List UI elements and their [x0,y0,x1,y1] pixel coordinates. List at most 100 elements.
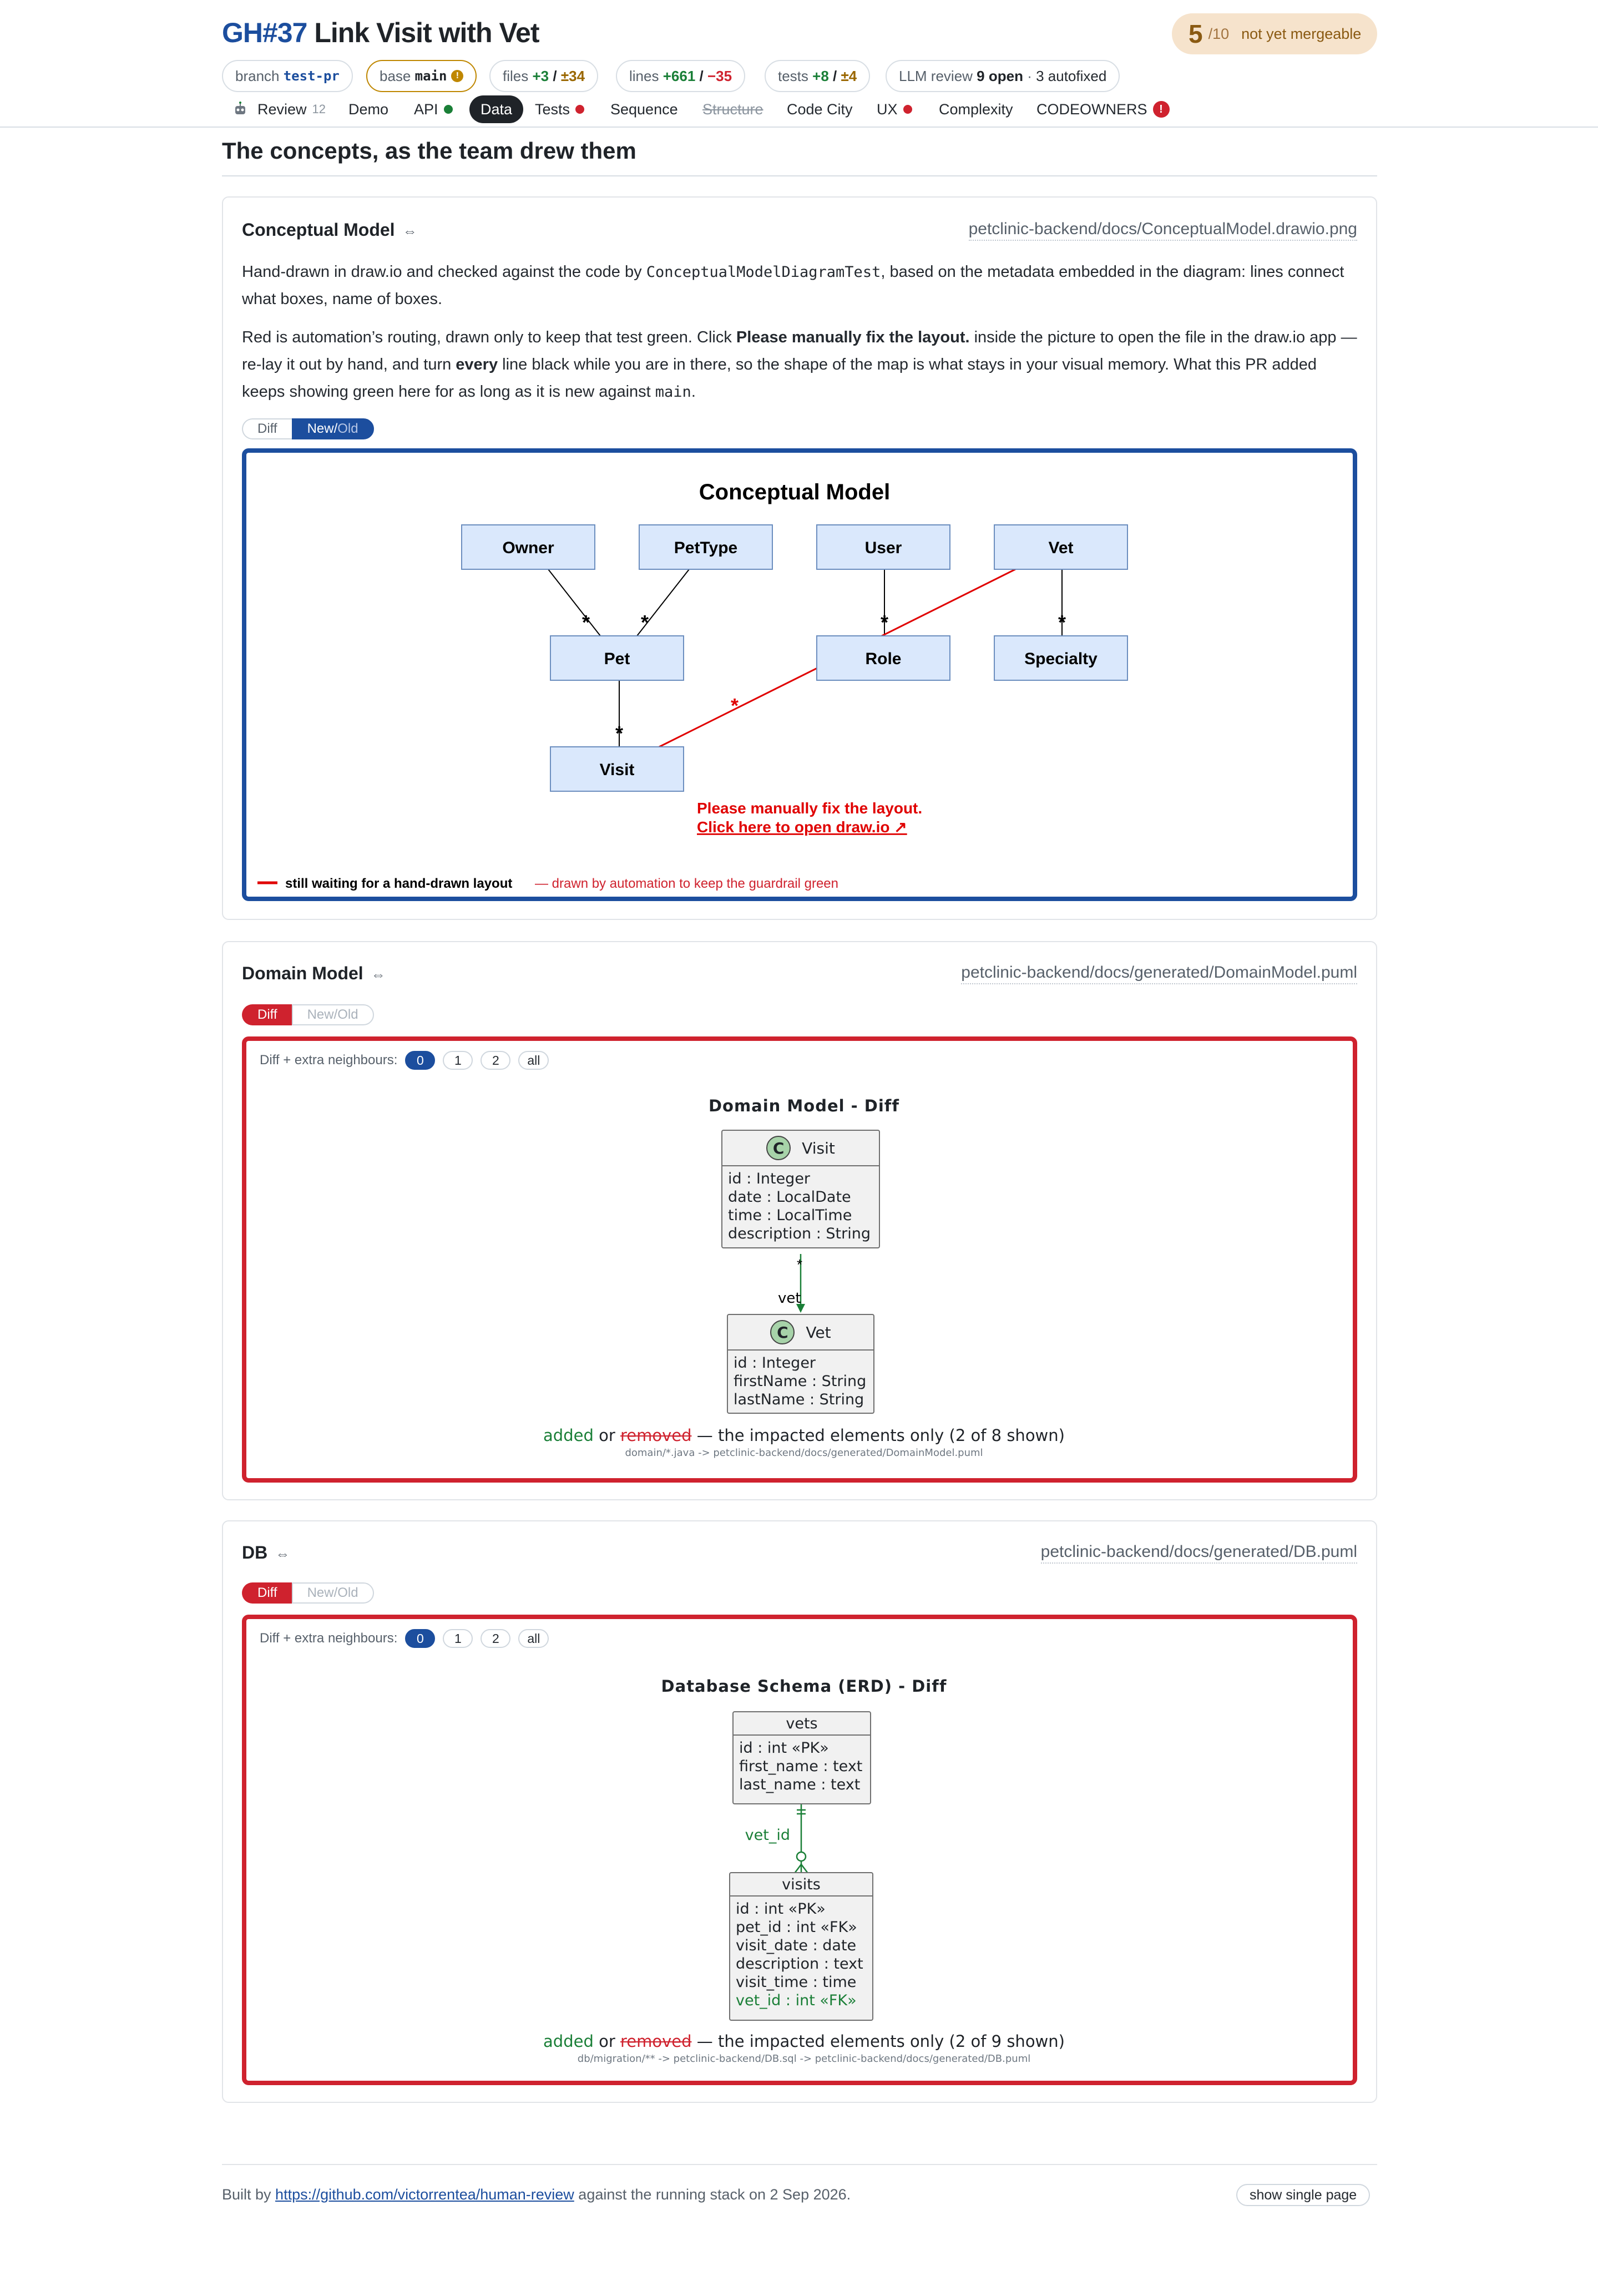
entity-label: Vet [1048,539,1073,557]
entity-pettype[interactable] [639,524,773,570]
table-column: pet_id : int «FK» [736,1919,857,1936]
tests-changed: ±4 [841,67,857,84]
entity-visit[interactable] [550,746,684,792]
toggle-new-old[interactable]: New/Old [291,418,374,439]
tab-sequence[interactable]: Sequence [608,95,680,123]
toggle-diff[interactable]: Diff [242,1582,292,1604]
tab-tests[interactable]: Tests [533,95,586,123]
tab-code-city[interactable]: Code City [785,95,855,123]
pr-number-link[interactable]: GH#37 [222,17,307,48]
tab-structure[interactable]: Structure [700,95,766,123]
neighbours-label: Diff + extra neighbours: [260,1631,398,1646]
repo-link[interactable]: https://github.com/victorrentea/human-re… [275,2186,574,2203]
base-chip[interactable]: base main ! [366,60,477,92]
toggle-new: New [307,1007,334,1022]
card-title-text: Domain Model [242,963,363,983]
score-badge: 5 /10 not yet mergeable [1172,13,1377,54]
toggle-diff[interactable]: Diff [242,1004,292,1025]
lines-removed: −35 [707,67,732,84]
table-column: first_name : text [739,1758,863,1775]
llm-review-chip[interactable]: LLM review 9 open · 3 autofixed [886,60,1120,92]
tab-data[interactable]: Data [469,95,524,123]
file-path-link[interactable]: petclinic-backend/docs/generated/DB.puml [1040,1543,1357,1564]
diagram-title: Domain Model - Diff [708,1096,900,1115]
tab-demo[interactable]: Demo [346,95,391,123]
tab-ux[interactable]: UX [874,95,914,123]
open-drawio-link[interactable]: Click here to open draw.io ↗ [697,818,907,836]
lines-label: lines [629,67,659,84]
card-title: Domain Model ⇔ [242,963,386,984]
domain-diagram-frame: Diff + extra neighbours: 0 1 2 all Domai… [242,1036,1357,1483]
score-of: /10 [1208,25,1230,42]
toggle-slash: / [333,1007,338,1022]
neighbours-0[interactable]: 0 [405,1051,436,1070]
table-column: id : int «PK» [739,1739,829,1757]
branch-code: main [655,383,691,401]
entity-specialty[interactable] [994,635,1128,681]
expand-icon[interactable]: ⇔ [275,1545,290,1562]
entity-label: Role [865,650,901,668]
neighbours-all[interactable]: all [518,1051,549,1070]
association-arrow: * vet [778,1254,805,1313]
warning-icon: ! [451,70,464,82]
entity-vet[interactable] [994,524,1128,570]
tab-data-label: Data [481,100,513,118]
section-heading: The concepts, as the team drew them [222,138,636,164]
class-field: description : String [728,1225,871,1242]
files-chip[interactable]: files +3 / ±34 [489,60,599,92]
neighbours-1[interactable]: 1 [443,1051,473,1070]
expand-icon[interactable]: ⇔ [402,222,417,239]
entity-role[interactable] [816,635,950,681]
tab-complexity[interactable]: Complexity [937,95,1015,123]
tab-api[interactable]: API [412,95,455,123]
alert-icon: ! [1152,101,1170,118]
diagram-caption: added or removed — the impacted elements… [246,2032,1362,2051]
toggle-diff[interactable]: Diff [242,418,292,439]
tests-chip[interactable]: tests +8 / ±4 [765,60,871,92]
score-status: not yet mergeable [1241,25,1362,42]
branch-chip[interactable]: branch test-pr [222,60,353,92]
neighbours-selector: Diff + extra neighbours: 0 1 2 all [260,1051,549,1070]
divider [222,175,1377,176]
table-visits[interactable]: visits id : int «PK» pet_id : int «FK» v… [729,1872,873,2021]
diagram-title: Database Schema (ERD) - Diff [661,1677,947,1696]
class-name: Vet [806,1323,831,1342]
show-single-page-button[interactable]: show single page [1236,2184,1371,2206]
tab-tests-label: Tests [535,100,570,118]
multiplicity-star: * [731,694,739,717]
file-path-link[interactable]: petclinic-backend/docs/generated/DomainM… [961,963,1357,984]
tab-review-count: 12 [312,102,326,116]
neighbours-2[interactable]: 2 [481,1051,511,1070]
tab-codeowners[interactable]: CODEOWNERS! [1034,95,1172,123]
file-path-link[interactable]: petclinic-backend/docs/ConceptualModel.d… [968,220,1357,241]
entity-user[interactable] [816,524,950,570]
neighbours-all[interactable]: all [518,1629,549,1648]
neighbours-0[interactable]: 0 [405,1629,436,1648]
fix-layout-text[interactable]: Please manually fix the layout. [697,800,922,817]
domain-model-card: Domain Model ⇔ petclinic-backend/docs/gen… [222,941,1377,1500]
tests-added: +8 [812,67,829,84]
tab-sequence-label: Sequence [610,100,678,118]
entity-pet[interactable] [550,635,684,681]
neighbours-2[interactable]: 2 [481,1629,511,1648]
table-vets[interactable]: vets id : int «PK» first_name : text las… [732,1711,871,1804]
expand-icon[interactable]: ⇔ [371,966,386,983]
intro-text: Hand-drawn in draw.io and checked agains… [242,263,646,281]
page-title: GH#37 Link Visit with Vet [222,17,540,49]
lines-chip[interactable]: lines +661 / −35 [616,60,746,92]
fk-label: vet_id [745,1827,790,1844]
caption-rest: — the impacted elements only (2 of 9 sho… [691,2032,1065,2051]
entity-owner[interactable] [461,524,595,570]
neighbours-1[interactable]: 1 [443,1629,473,1648]
entity-label: User [865,539,902,557]
toggle-new-old[interactable]: New/Old [291,1582,374,1604]
toggle-new-old[interactable]: New/Old [291,1004,374,1025]
base-value: main [414,68,447,84]
instructions-paragraph: Red is automation’s routing, drawn only … [242,324,1357,406]
llm-open: 9 open [977,67,1023,84]
intro-paragraph: Hand-drawn in draw.io and checked agains… [242,259,1357,313]
llm-autofixed: 3 autofixed [1036,67,1107,84]
